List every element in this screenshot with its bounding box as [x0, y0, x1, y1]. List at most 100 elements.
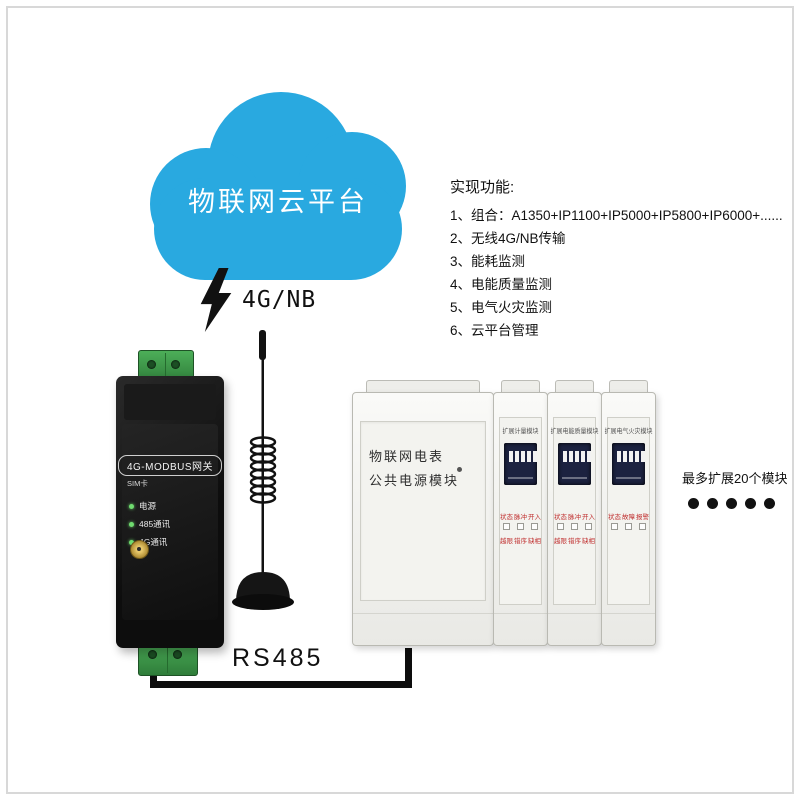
dip-lever: [623, 451, 627, 462]
dot-icon: [745, 498, 756, 509]
dip-lever: [527, 451, 531, 462]
led-dot-icon: [129, 521, 134, 527]
led-label: 故障: [622, 514, 635, 521]
expansion-module-title: 扩展计量模块: [502, 428, 539, 435]
dip-switch: [504, 443, 537, 485]
gateway-face: [122, 424, 218, 620]
dip-lever: [521, 451, 525, 462]
terminal-divider: [167, 643, 168, 673]
dip-lever: [509, 451, 513, 462]
led-label: 状态: [608, 514, 621, 521]
gateway-led-panel: 电源 485通讯 4G通讯: [129, 500, 170, 548]
antenna: [232, 330, 294, 610]
led-window-row: [611, 523, 646, 530]
led-label-row: 越限 错序 缺相: [554, 535, 595, 545]
led-label-row: 状态 脉冲 开入: [554, 511, 595, 521]
expansion-dots: [688, 498, 775, 509]
uplink-label: 4G/NB: [242, 287, 317, 313]
dip-lever: [563, 451, 567, 462]
led-window-row: [503, 523, 538, 530]
dip-lever: [641, 451, 645, 462]
dip-lever: [629, 451, 633, 462]
dot-icon: [707, 498, 718, 509]
expansion-note: 最多扩展20个模块: [682, 471, 788, 486]
cloud-shape: 物联网云平台: [150, 92, 406, 282]
sim-card-label: SIM卡: [127, 479, 148, 488]
module-groove: [602, 613, 655, 614]
led-label: 越限: [500, 538, 513, 545]
expansion-module-title: 扩展电气火灾模块: [604, 428, 653, 435]
led-label: 脉冲: [514, 514, 527, 521]
terminal-screw: [147, 360, 156, 369]
led-label: 报警: [636, 514, 649, 521]
led-label: 越限: [554, 538, 567, 545]
module-mount-tab: [555, 380, 594, 395]
led-label: 状态: [500, 514, 513, 521]
dip-switch: [612, 443, 645, 485]
led-label: 缺相: [528, 538, 541, 545]
led-label: 状态: [554, 514, 567, 521]
led-label: 错序: [568, 538, 581, 545]
antenna-connector-icon: [130, 540, 149, 559]
dip-lever: [635, 451, 639, 462]
cloud-platform-label: 物联网云平台: [188, 187, 368, 217]
led-window-row: [557, 523, 592, 530]
feature-item: 5、电气火灾监测: [450, 300, 553, 315]
dip-lever: [515, 451, 519, 462]
rs485-cable: [405, 648, 412, 688]
led-power: 电源: [129, 500, 170, 512]
expansion-module-title: 扩展电能质量模块: [550, 428, 599, 435]
feature-item: 1、组合：A1350+IP1100+IP5000+IP5800+IP6000+.…: [450, 208, 783, 223]
led-label: 脉冲: [568, 514, 581, 521]
power-module-line2: 公共电源模块: [369, 473, 460, 488]
lightning-icon: [200, 268, 232, 332]
feature-item: 3、能耗监测: [450, 254, 526, 269]
dip-lever: [575, 451, 579, 462]
led-485: 485通讯: [129, 518, 170, 530]
gateway-model-label: 4G-MODBUS网关: [117, 455, 223, 476]
dip-lever: [617, 451, 621, 462]
dip-lever: [569, 451, 573, 462]
dot-icon: [688, 498, 699, 509]
module-mount-tab: [366, 380, 480, 395]
cloud-base: [154, 178, 402, 280]
feature-item: 4、电能质量监测: [450, 277, 553, 292]
feature-item: 2、无线4G/NB传输: [450, 231, 566, 246]
terminal-screw: [173, 650, 182, 659]
terminal-screw: [148, 650, 157, 659]
feature-list: 实现功能: 1、组合：A1350+IP1100+IP5000+IP5800+IP…: [450, 176, 783, 342]
led-label: 485通讯: [139, 519, 171, 529]
module-groove: [548, 613, 601, 614]
led-dot-icon: [129, 539, 134, 545]
dot-icon: [764, 498, 775, 509]
dip-switch: [558, 443, 591, 485]
indicator-dot: [457, 467, 462, 472]
dip-scale: [616, 477, 641, 479]
gateway-top-section: [124, 384, 216, 420]
led-label: 错序: [514, 538, 527, 545]
module-assembly: 物联网电表 公共电源模块 扩展计量模块 状态 脉冲 开入: [352, 380, 656, 652]
power-module-title: 物联网电表 公共电源模块: [369, 445, 459, 493]
led-label-row: 状态 脉冲 开入: [500, 511, 541, 521]
module-mount-tab: [609, 380, 648, 395]
led-label: 开入: [582, 514, 595, 521]
expansion-module-1: 扩展计量模块 状态 脉冲 开入 越限 错序 缺相: [493, 392, 548, 646]
led-label: 电源: [139, 501, 157, 511]
led-label: 缺相: [582, 538, 595, 545]
led-label: 4G通讯: [139, 537, 168, 547]
dip-scale: [562, 477, 587, 479]
dip-scale: [508, 477, 533, 479]
dip-lever: [533, 451, 537, 462]
led-label-row: 越限 错序 缺相: [500, 535, 541, 545]
led-label-row: 状态 故障 报警: [608, 511, 649, 521]
dip-lever: [581, 451, 585, 462]
expansion-module-3: 扩展电气火灾模块 状态 故障 报警: [601, 392, 656, 646]
power-module-line1: 物联网电表: [369, 449, 445, 464]
gateway-device: 4G-MODBUS网关 SIM卡 电源 485通讯 4G通讯: [116, 376, 224, 648]
dip-lever: [587, 451, 591, 462]
dot-icon: [726, 498, 737, 509]
rs485-cable: [150, 681, 412, 688]
power-module: 物联网电表 公共电源模块: [352, 392, 494, 646]
module-groove: [353, 613, 493, 614]
